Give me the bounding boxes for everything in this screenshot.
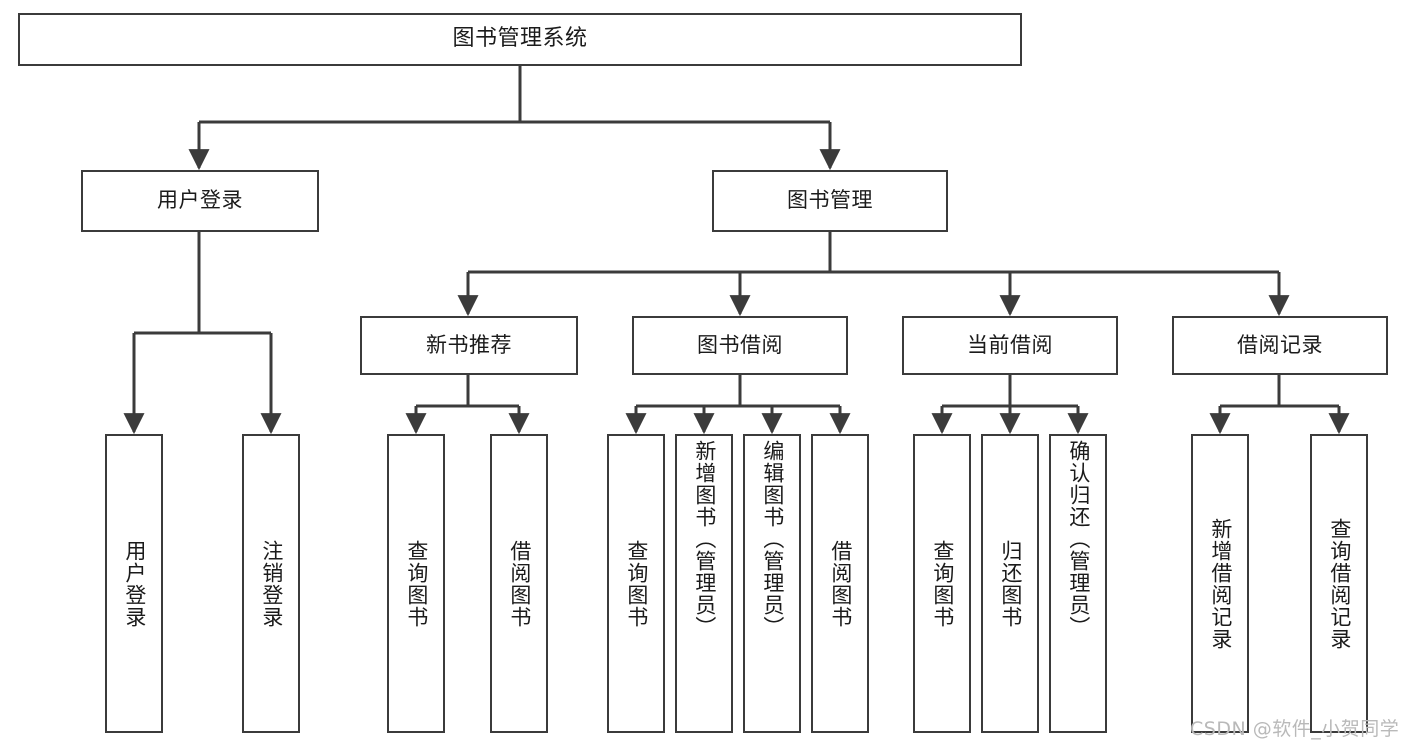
node-label: 查询图书 bbox=[624, 539, 649, 628]
node-label: 查询借阅记录 bbox=[1327, 517, 1352, 650]
node-label: 新书推荐 bbox=[426, 332, 512, 357]
vertical-text-wrap: 用户登录 bbox=[107, 436, 161, 731]
node-root-system[interactable]: 图书管理系统 bbox=[18, 13, 1022, 66]
leaf-query-borrow-record[interactable]: 查询借阅记录 bbox=[1310, 434, 1368, 733]
leaf-add-borrow-record[interactable]: 新增借阅记录 bbox=[1191, 434, 1249, 733]
leaf-borrow-book[interactable]: 借阅图书 bbox=[811, 434, 869, 733]
node-user-login-module[interactable]: 用户登录 bbox=[81, 170, 319, 232]
node-label: 编辑图书（管理员） bbox=[760, 440, 785, 638]
vertical-text-wrap: 查询借阅记录 bbox=[1312, 436, 1366, 731]
leaf-add-book-admin[interactable]: 新增图书（管理员） bbox=[675, 434, 733, 733]
node-current-borrow[interactable]: 当前借阅 bbox=[902, 316, 1118, 375]
vertical-text-wrap: 注销登录 bbox=[244, 436, 298, 731]
leaf-edit-book-admin[interactable]: 编辑图书（管理员） bbox=[743, 434, 801, 733]
csdn-watermark: CSDN @软件_小贺同学 bbox=[1190, 718, 1400, 740]
leaf-query-book-borrow[interactable]: 查询图书 bbox=[607, 434, 665, 733]
leaf-confirm-return-admin[interactable]: 确认归还（管理员） bbox=[1049, 434, 1107, 733]
node-label: 归还图书 bbox=[998, 539, 1023, 628]
node-label: 图书借阅 bbox=[697, 332, 783, 357]
leaf-query-book-current[interactable]: 查询图书 bbox=[913, 434, 971, 733]
node-label: 新增借阅记录 bbox=[1208, 517, 1233, 650]
vertical-text-wrap: 新增借阅记录 bbox=[1193, 436, 1247, 731]
vertical-text-wrap: 借阅图书 bbox=[492, 436, 546, 731]
node-label: 当前借阅 bbox=[967, 332, 1053, 357]
node-book-management-module[interactable]: 图书管理 bbox=[712, 170, 948, 232]
node-book-borrow[interactable]: 图书借阅 bbox=[632, 316, 848, 375]
leaf-return-book[interactable]: 归还图书 bbox=[981, 434, 1039, 733]
vertical-text-wrap: 查询图书 bbox=[609, 436, 663, 731]
vertical-text-wrap: 编辑图书（管理员） bbox=[745, 436, 799, 735]
node-label: 用户登录 bbox=[122, 539, 147, 628]
leaf-user-login[interactable]: 用户登录 bbox=[105, 434, 163, 733]
leaf-logout[interactable]: 注销登录 bbox=[242, 434, 300, 733]
vertical-text-wrap: 新增图书（管理员） bbox=[677, 436, 731, 735]
node-label: 图书管理 bbox=[787, 188, 873, 213]
node-label: 借阅图书 bbox=[828, 539, 853, 628]
node-label: 查询图书 bbox=[930, 539, 955, 628]
leaf-borrow-book-recommend[interactable]: 借阅图书 bbox=[490, 434, 548, 733]
node-label: 注销登录 bbox=[259, 539, 284, 628]
leaf-query-book-recommend[interactable]: 查询图书 bbox=[387, 434, 445, 733]
node-label: 借阅记录 bbox=[1237, 332, 1323, 357]
vertical-text-wrap: 查询图书 bbox=[915, 436, 969, 731]
vertical-text-wrap: 归还图书 bbox=[983, 436, 1037, 731]
node-borrow-records[interactable]: 借阅记录 bbox=[1172, 316, 1388, 375]
node-new-book-recommend[interactable]: 新书推荐 bbox=[360, 316, 578, 375]
node-label: 新增图书（管理员） bbox=[692, 440, 717, 638]
node-label: 查询图书 bbox=[404, 539, 429, 628]
vertical-text-wrap: 借阅图书 bbox=[813, 436, 867, 731]
node-label: 用户登录 bbox=[157, 188, 243, 213]
node-label: 借阅图书 bbox=[507, 539, 532, 628]
vertical-text-wrap: 确认归还（管理员） bbox=[1051, 436, 1105, 735]
node-label: 图书管理系统 bbox=[452, 26, 588, 52]
node-label: 确认归还（管理员） bbox=[1066, 440, 1091, 638]
vertical-text-wrap: 查询图书 bbox=[389, 436, 443, 731]
